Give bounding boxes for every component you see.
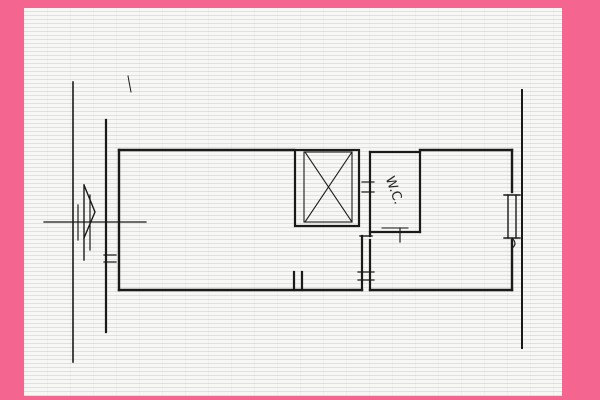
outer-walls: [117, 148, 514, 292]
right-window: [503, 194, 521, 249]
stair-core: [293, 148, 361, 228]
entrance-symbol: [43, 184, 147, 261]
floor-plan-sheet: [24, 8, 562, 396]
wc-label: W.C.: [382, 174, 406, 206]
wc-room: [359, 150, 422, 243]
interior-walls: [292, 234, 375, 292]
